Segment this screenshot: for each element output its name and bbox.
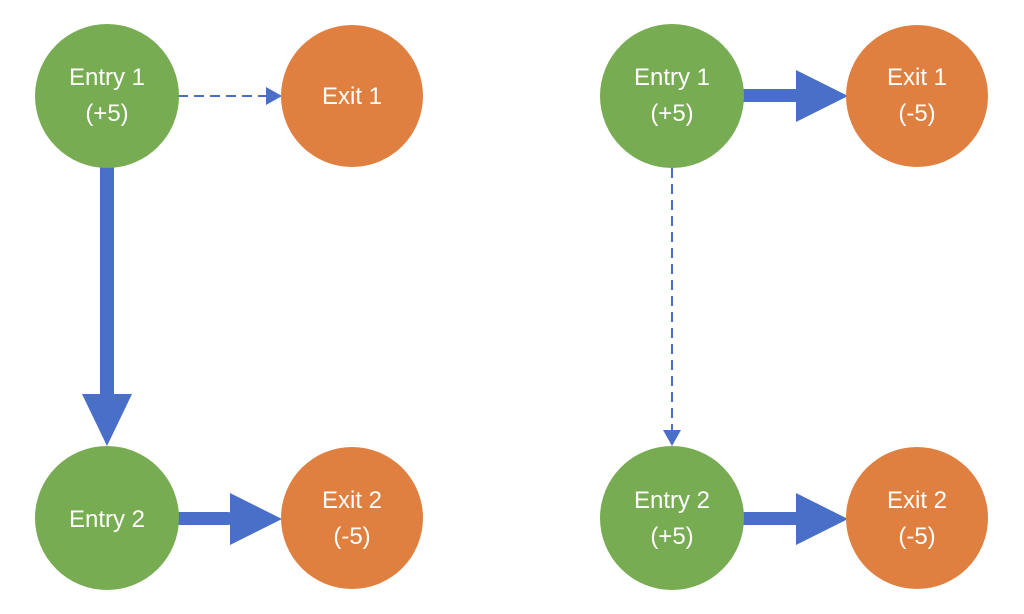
right-diagram: Entry 1 (+5) Exit 1 (-5) Entry 2 (+5) Ex… xyxy=(600,24,988,590)
right-entry2-label: Entry 2 xyxy=(634,487,710,514)
right-exit2-node: Exit 2 (-5) xyxy=(846,447,988,589)
right-entry1-label: Entry 1 xyxy=(634,64,710,91)
right-entry2-value: (+5) xyxy=(650,523,693,550)
right-entry1-node: Entry 1 (+5) xyxy=(600,24,744,168)
right-entry2-node: Entry 2 (+5) xyxy=(600,446,744,590)
left-entry1-node: Entry 1 (+5) xyxy=(35,24,179,168)
left-entry1-to-exit1-dashed-arrow xyxy=(178,87,282,105)
left-exit1-label: Exit 1 xyxy=(322,83,382,110)
left-entry2-to-exit2-thick-arrow xyxy=(170,493,282,545)
right-entry1-to-entry2-dashed-arrow xyxy=(663,168,681,446)
right-exit1-node: Exit 1 (-5) xyxy=(846,25,988,167)
left-exit2-label: Exit 2 xyxy=(322,487,382,514)
left-entry1-value: (+5) xyxy=(85,100,128,127)
right-exit1-value: (-5) xyxy=(898,100,935,127)
left-entry1-label: Entry 1 xyxy=(69,64,145,91)
right-entry1-value: (+5) xyxy=(650,100,693,127)
right-entry2-to-exit2-thick-arrow xyxy=(736,493,848,545)
left-entry1-to-entry2-thick-arrow xyxy=(82,160,132,446)
right-exit2-label: Exit 2 xyxy=(887,487,947,514)
left-diagram: Entry 1 (+5) Exit 1 Entry 2 Exit 2 (-5) xyxy=(35,24,423,590)
left-entry2-node: Entry 2 xyxy=(35,446,179,590)
left-entry2-label: Entry 2 xyxy=(69,506,145,533)
right-exit2-value: (-5) xyxy=(898,523,935,550)
left-exit2-value: (-5) xyxy=(333,523,370,550)
left-exit1-node: Exit 1 xyxy=(281,25,423,167)
right-entry1-to-exit1-thick-arrow xyxy=(736,70,848,122)
right-exit1-label: Exit 1 xyxy=(887,64,947,91)
left-exit2-node: Exit 2 (-5) xyxy=(281,447,423,589)
